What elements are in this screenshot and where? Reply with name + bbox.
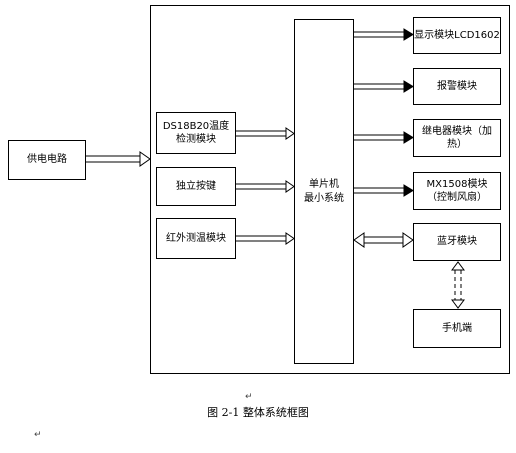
bluetooth-label: 蓝牙模块 [437, 236, 477, 248]
motor-label: MX1508模块 （控制风扇） [426, 178, 488, 204]
arrow-bluetooth-phone-heads [451, 261, 465, 309]
bluetooth-box: 蓝牙模块 [413, 223, 501, 261]
ir-temp-box: 红外测温模块 [156, 218, 236, 259]
temp-sensor-box: DS18B20温度 检测模块 [156, 112, 236, 154]
alarm-box: 报警模块 [413, 68, 501, 105]
mcu-label: 单片机 最小系统 [304, 179, 344, 204]
arrow-mcu-to-relay [354, 131, 414, 144]
relay-label: 继电器模块（加 热） [422, 125, 492, 151]
key-box: 独立按键 [156, 167, 236, 206]
motor-box: MX1508模块 （控制风扇） [413, 172, 501, 210]
para-mark-2: ↵ [34, 430, 42, 440]
arrow-mcu-to-display [354, 28, 414, 41]
arrow-key-to-mcu [236, 180, 295, 193]
ir-temp-label: 红外测温模块 [166, 232, 226, 244]
phone-box: 手机端 [413, 309, 501, 348]
alarm-label: 报警模块 [437, 80, 477, 92]
phone-label: 手机端 [442, 322, 472, 334]
key-label: 独立按键 [176, 180, 216, 192]
power-supply-box: 供电电路 [8, 140, 86, 180]
arrow-mcu-to-motor [354, 184, 414, 197]
arrow-temp-to-mcu [236, 127, 295, 140]
temp-sensor-label: DS18B20温度 检测模块 [162, 120, 230, 146]
arrow-bluetooth-phone-wireless [454, 270, 462, 300]
arrow-ir-to-mcu [236, 232, 295, 245]
arrow-mcu-bluetooth-bidirectional [353, 232, 414, 248]
arrow-mcu-to-alarm [354, 80, 414, 93]
display-label: 显示模块LCD1602 [414, 29, 500, 41]
para-mark-1: ↵ [245, 392, 253, 402]
figure-caption: 图 2-1 整体系统框图 [207, 406, 309, 419]
system-frame [150, 5, 510, 374]
display-box: 显示模块LCD1602 [413, 17, 501, 54]
mcu-box: 单片机 最小系统 [294, 19, 354, 364]
relay-box: 继电器模块（加 热） [413, 119, 501, 157]
arrow-power-to-system [86, 151, 151, 167]
power-supply-label: 供电电路 [27, 154, 67, 166]
